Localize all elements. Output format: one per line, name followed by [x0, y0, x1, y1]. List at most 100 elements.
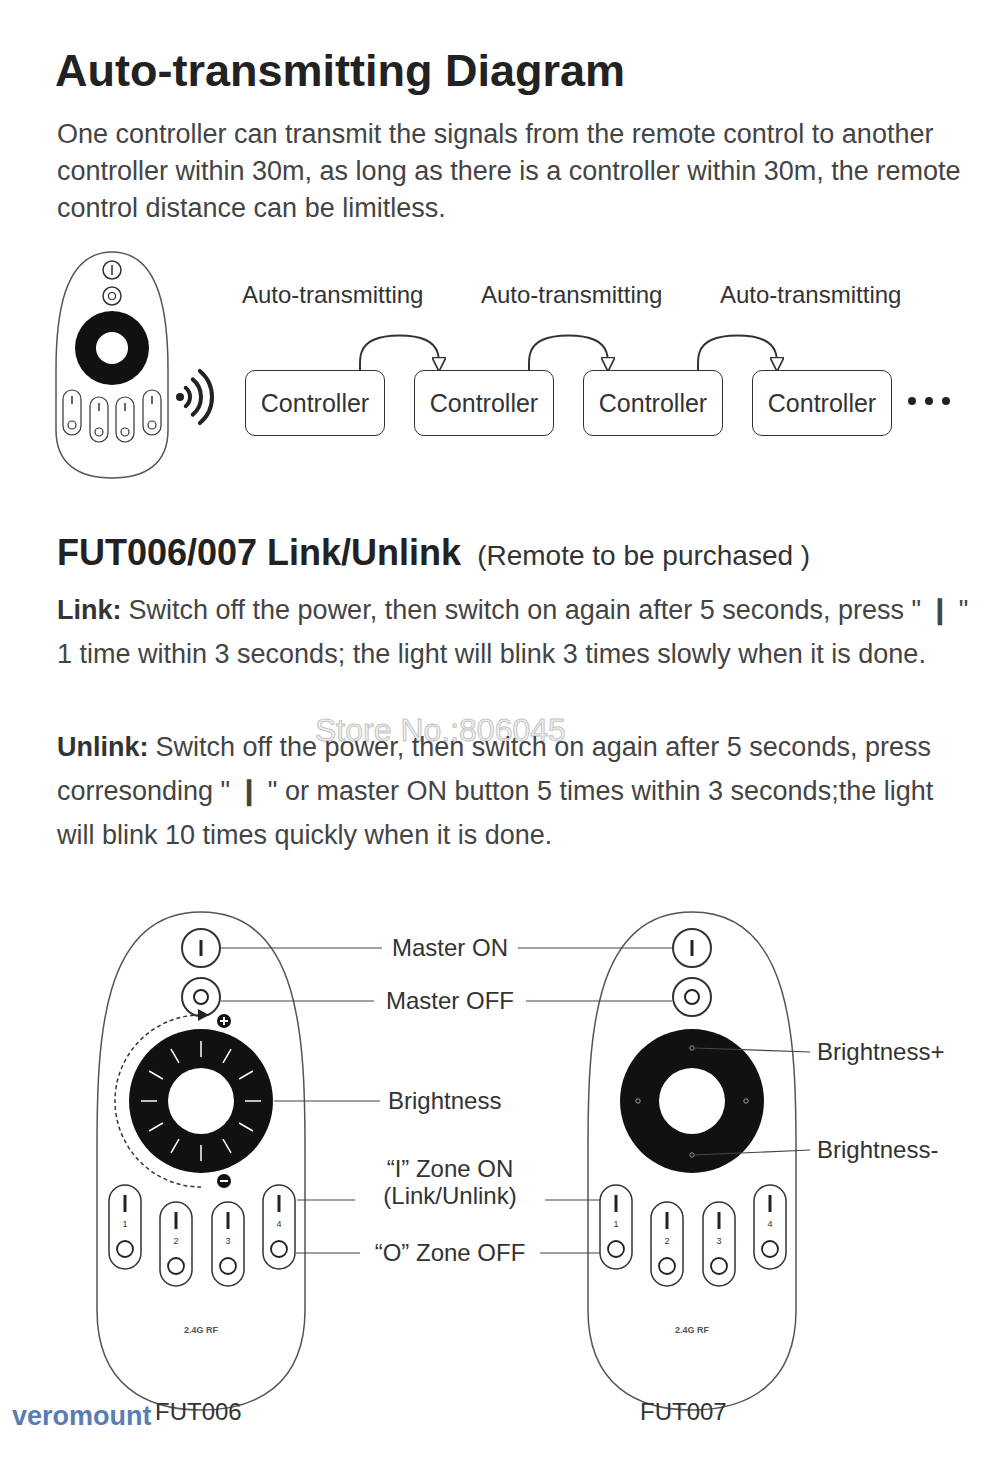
wheel-tick [245, 1100, 261, 1102]
callout-label: Brightness- [817, 1136, 938, 1164]
transmit-arrow [698, 336, 777, 371]
remote-button [103, 287, 121, 305]
touch-dot [744, 1099, 748, 1103]
transmit-arrow [529, 336, 608, 371]
zone-button [63, 390, 81, 435]
button-symbol [220, 1258, 236, 1274]
rf-mark: 2.4G RF [171, 1325, 231, 1335]
button-symbol [124, 1195, 127, 1212]
wave-arc [193, 379, 201, 414]
wheel-tick [171, 1139, 179, 1153]
leader-line [518, 947, 672, 948]
button-symbol [148, 421, 156, 429]
remote-fut007 [588, 912, 796, 1410]
wheel-tick [239, 1071, 253, 1079]
wave-dot [176, 393, 184, 401]
rotation-arc [115, 1015, 201, 1187]
remote-outline [588, 912, 796, 1410]
brightness-wheel [75, 311, 149, 385]
zone-number: 4 [760, 1219, 780, 1229]
transmit-arrow [360, 336, 439, 371]
wave-arc [200, 371, 212, 423]
wheel-tick [223, 1139, 231, 1153]
button-symbol [121, 428, 129, 436]
step-text: Switch off the power, then switch on aga… [57, 595, 968, 669]
zone-button [703, 1202, 735, 1286]
button-symbol [71, 396, 73, 404]
leader-line [297, 1199, 355, 1200]
remote-button [103, 261, 121, 279]
button-symbol [68, 421, 76, 429]
step-heading: Unlink: [57, 732, 149, 762]
button-symbol [271, 1241, 287, 1257]
brightness-wheel [129, 1029, 273, 1173]
zone-button [109, 1185, 141, 1269]
callout-label: Master ON [388, 934, 512, 962]
button-symbol [718, 1212, 721, 1229]
intro-text: One controller can transmit the signals … [57, 116, 972, 227]
button-symbol [111, 265, 113, 275]
title: Auto-transmitting Diagram [55, 45, 625, 97]
leader-line [296, 1252, 360, 1253]
box-label: Controller [768, 389, 876, 418]
link-instruction-block: Link:Switch off the power, then switch o… [57, 590, 972, 678]
zone-button [143, 390, 161, 435]
box-label: Controller [599, 389, 707, 418]
watermark: veromount [12, 1401, 152, 1432]
controller-box: Controller [583, 370, 723, 436]
rf-mark: 2.4G RF [662, 1325, 722, 1335]
remote-outline [56, 252, 168, 478]
button-symbol [666, 1212, 669, 1229]
step-heading: Link: [57, 595, 122, 625]
wheel-tick [141, 1100, 157, 1102]
wheel-tick [200, 1145, 202, 1161]
rotation-arrow [198, 1009, 209, 1021]
leader-line [694, 1048, 810, 1052]
button-symbol [691, 940, 694, 956]
touch-dot [690, 1046, 694, 1050]
button-symbol [227, 1212, 230, 1229]
controller-box: Controller [752, 370, 892, 436]
zone-button [600, 1185, 632, 1269]
leader-line [526, 1000, 672, 1001]
section-heading: FUT006/007 Link/Unlink [57, 532, 461, 573]
remote-fut006 [97, 912, 305, 1410]
brightness-wheel [620, 1029, 764, 1173]
callout-label: “O” Zone OFF [365, 1239, 535, 1267]
button-symbol [151, 396, 153, 404]
zone-number: 3 [709, 1236, 729, 1246]
controller-box: Controller [414, 370, 554, 436]
touch-dot [690, 1153, 694, 1157]
zone-button [212, 1202, 244, 1286]
zone-button [754, 1185, 786, 1269]
minus-symbol [220, 1180, 228, 1182]
plus-symbol [217, 1014, 231, 1028]
button-symbol [168, 1258, 184, 1274]
zone-button [90, 397, 108, 442]
wheel-tick [223, 1049, 231, 1063]
box-label: Controller [261, 389, 369, 418]
button-symbol [109, 293, 116, 300]
box-label: Controller [430, 389, 538, 418]
continuation-dot [908, 397, 916, 405]
leader-line [221, 947, 382, 948]
wheel-tick [149, 1071, 163, 1079]
zone-number: 2 [166, 1236, 186, 1246]
wheel-tick [239, 1123, 253, 1131]
master-off-button [673, 978, 711, 1016]
zone-number: 1 [115, 1219, 135, 1229]
zone-button [263, 1185, 295, 1269]
edge-label: Auto-transmitting [242, 281, 423, 309]
button-symbol [659, 1258, 675, 1274]
button-symbol [194, 990, 208, 1004]
section-heading-block: FUT006/007 Link/Unlink(Remote to be purc… [57, 530, 987, 583]
callout-label: Brightness [388, 1087, 501, 1115]
continuation-dot [942, 397, 950, 405]
wave-arc [186, 388, 190, 406]
button-symbol [769, 1195, 772, 1212]
leader-line [221, 1000, 374, 1001]
leader-line [274, 1100, 380, 1101]
model-name: FUT006 [155, 1398, 242, 1426]
minus-symbol [217, 1174, 231, 1188]
